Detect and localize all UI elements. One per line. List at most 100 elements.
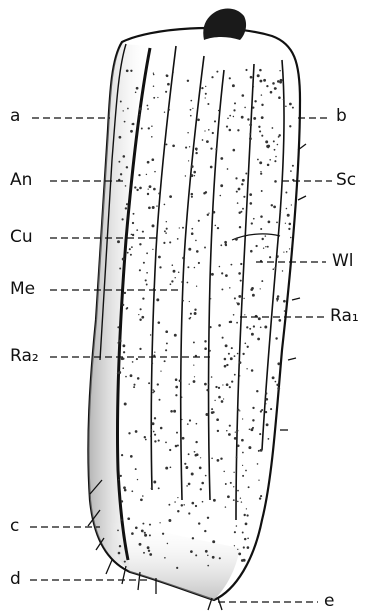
stipple-dot: [190, 174, 193, 177]
stipple-dot: [237, 409, 239, 411]
stipple-dot: [158, 487, 160, 489]
stipple-dot: [156, 205, 157, 206]
stipple-dot: [139, 543, 142, 546]
stipple-dot: [193, 171, 196, 174]
stipple-dot: [248, 486, 250, 488]
stipple-dot: [148, 206, 151, 209]
stipple-dot: [153, 481, 156, 484]
stipple-dot: [198, 220, 200, 222]
stipple-dot: [285, 106, 287, 108]
stipple-dot: [129, 248, 131, 250]
stipple-dot: [230, 321, 233, 324]
stipple-dot: [242, 475, 244, 477]
stipple-dot: [244, 107, 246, 109]
stipple-dot: [277, 80, 280, 83]
stipple-dot: [246, 368, 247, 369]
stipple-dot: [213, 499, 216, 502]
stipple-dot: [122, 344, 125, 347]
stipple-dot: [123, 351, 125, 353]
stipple-dot: [142, 297, 144, 299]
stipple-dot: [259, 69, 262, 72]
stipple-dot: [246, 326, 248, 328]
stipple-dot: [288, 228, 290, 230]
stipple-dot: [269, 159, 271, 161]
stipple-dot: [118, 161, 120, 163]
stipple-dot: [119, 340, 122, 343]
stipple-dot: [176, 432, 178, 434]
stipple-dot: [133, 386, 135, 388]
stipple-dot: [259, 80, 262, 83]
stipple-dot: [263, 79, 266, 82]
stipple-dot: [237, 202, 239, 204]
label-a: a: [10, 108, 20, 125]
stipple-dot: [185, 175, 186, 176]
stipple-dot: [187, 80, 189, 82]
stipple-dot: [242, 418, 243, 419]
stipple-dot: [126, 166, 128, 168]
stipple-dot: [178, 271, 180, 273]
stipple-dot: [223, 471, 225, 473]
stipple-dot: [241, 501, 242, 502]
stipple-dot: [221, 400, 224, 403]
stipple-dot: [166, 342, 168, 344]
stipple-dot: [233, 314, 235, 316]
stipple-dot: [117, 326, 119, 328]
stipple-dot: [261, 104, 263, 106]
stipple-dot: [286, 251, 288, 253]
stipple-dot: [265, 246, 266, 247]
stipple-dot: [168, 109, 170, 111]
stipple-dot: [120, 475, 122, 477]
stipple-dot: [239, 410, 240, 411]
stipple-dot: [164, 557, 166, 559]
stipple-dot: [142, 495, 144, 497]
stipple-dot: [135, 468, 137, 470]
stipple-dot: [151, 136, 153, 138]
stipple-dot: [195, 240, 197, 242]
stipple-dot: [192, 108, 193, 109]
stipple-dot: [251, 222, 253, 224]
stipple-dot: [130, 455, 133, 458]
stipple-dot: [207, 214, 209, 216]
stipple-dot: [166, 221, 167, 222]
stipple-dot: [249, 328, 251, 330]
stipple-dot: [237, 501, 239, 503]
stipple-dot: [160, 427, 163, 430]
stipple-dot: [261, 135, 263, 137]
stipple-dot: [205, 86, 206, 87]
stipple-dot: [223, 398, 224, 399]
stipple-dot: [241, 439, 244, 442]
stipple-dot: [188, 483, 191, 486]
stipple-dot: [152, 422, 155, 425]
stipple-dot: [144, 436, 146, 438]
stipple-dot: [242, 179, 245, 182]
stipple-dot: [201, 87, 203, 89]
stipple-dot: [148, 127, 150, 129]
stipple-dot: [173, 410, 176, 413]
stipple-dot: [172, 264, 174, 266]
stipple-dot: [175, 277, 176, 278]
stipple-dot: [125, 376, 127, 378]
stipple-dot: [136, 229, 138, 231]
stipple-dot: [245, 470, 247, 472]
stipple-dot: [250, 288, 253, 291]
stipple-dot: [260, 173, 262, 175]
stipple-dot: [121, 500, 123, 502]
stipple-dot: [166, 74, 169, 77]
stipple-dot: [164, 230, 166, 232]
stipple-dot: [225, 506, 226, 507]
stipple-dot: [121, 454, 123, 456]
stipple-dot: [217, 459, 220, 462]
stipple-dot: [208, 212, 209, 213]
stipple-dot: [196, 423, 198, 425]
bristle: [106, 560, 112, 574]
stipple-dot: [191, 196, 193, 198]
stipple-dot: [123, 486, 126, 489]
bristle: [298, 196, 306, 200]
stipple-dot: [158, 256, 161, 259]
label-Ra1: Ra₁: [330, 308, 359, 325]
stipple-dot: [263, 248, 264, 249]
stipple-dot: [183, 504, 184, 505]
stipple-dot: [153, 97, 155, 99]
stipple-dot: [253, 325, 255, 327]
